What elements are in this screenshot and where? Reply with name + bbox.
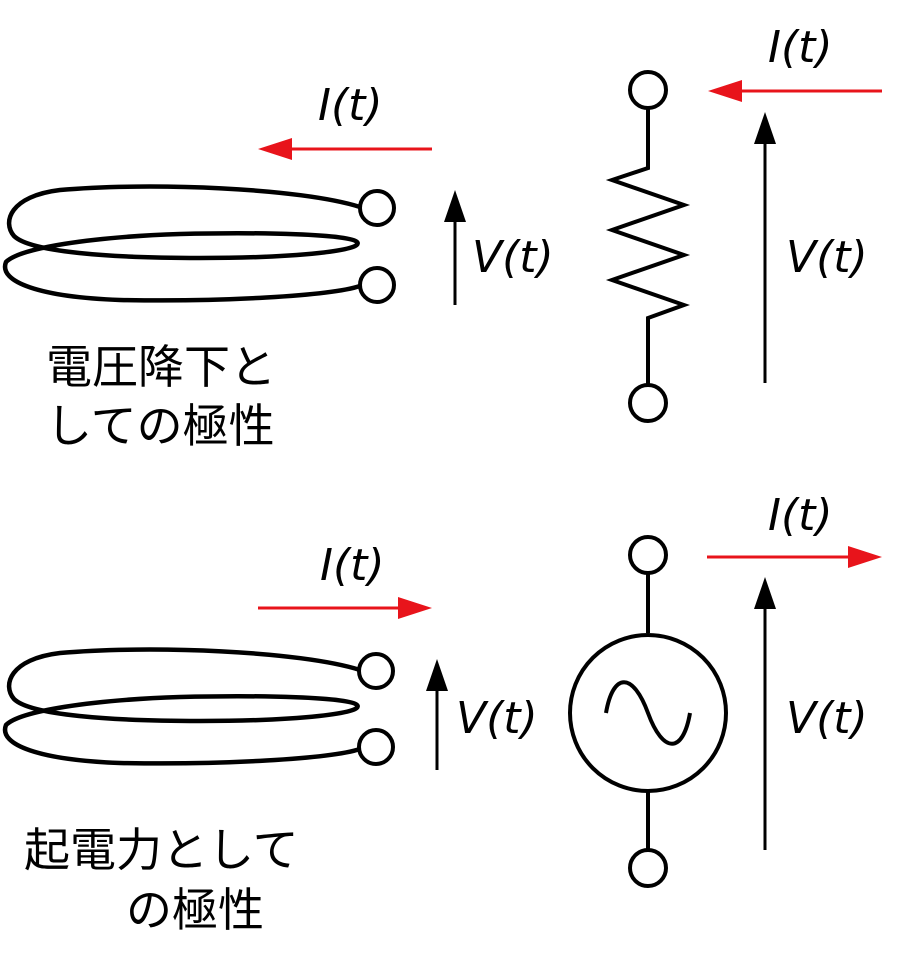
resistor-panel: I(t) V(t) — [605, 22, 882, 423]
ac-source-icon — [568, 633, 728, 793]
current-arrow-right — [707, 546, 882, 568]
inductor-drop-panel: I(t) V(t) 電圧降下と しての極性 — [2, 80, 554, 453]
current-label: I(t) — [768, 490, 833, 541]
current-arrow-left — [708, 80, 882, 102]
caption-line-2: しての極性 — [46, 399, 275, 453]
terminal-top — [358, 189, 396, 227]
resistor-icon — [605, 160, 691, 330]
voltage-arrow-up — [754, 112, 776, 383]
current-arrow-left — [258, 138, 432, 160]
coil-icon — [2, 647, 361, 766]
caption-line-1: 起電力として — [24, 823, 299, 877]
terminal-bottom — [628, 848, 668, 888]
voltage-label: V(t) — [456, 693, 538, 744]
voltage-arrow-up — [426, 659, 448, 770]
voltage-arrow-up — [444, 190, 466, 305]
current-label: I(t) — [320, 540, 385, 591]
inductor-emf-panel: I(t) V(t) 起電力として の極性 — [2, 540, 538, 937]
voltage-label: V(t) — [472, 232, 554, 283]
ac-source-panel: I(t) V(t) — [568, 490, 882, 888]
current-arrow-right — [258, 597, 432, 619]
terminal-bottom — [357, 728, 395, 766]
caption-line-1: 電圧降下と — [46, 340, 276, 394]
terminal-top — [628, 70, 668, 110]
terminal-top — [357, 652, 395, 690]
voltage-arrow-up — [754, 577, 776, 850]
current-label: I(t) — [768, 22, 833, 73]
coil-icon — [2, 184, 361, 303]
caption-line-2: の極性 — [126, 883, 264, 937]
current-label: I(t) — [318, 80, 383, 131]
voltage-label: V(t) — [786, 693, 868, 744]
terminal-bottom — [628, 383, 668, 423]
terminal-top — [628, 535, 668, 575]
terminal-bottom — [358, 266, 396, 304]
voltage-label: V(t) — [786, 232, 868, 283]
